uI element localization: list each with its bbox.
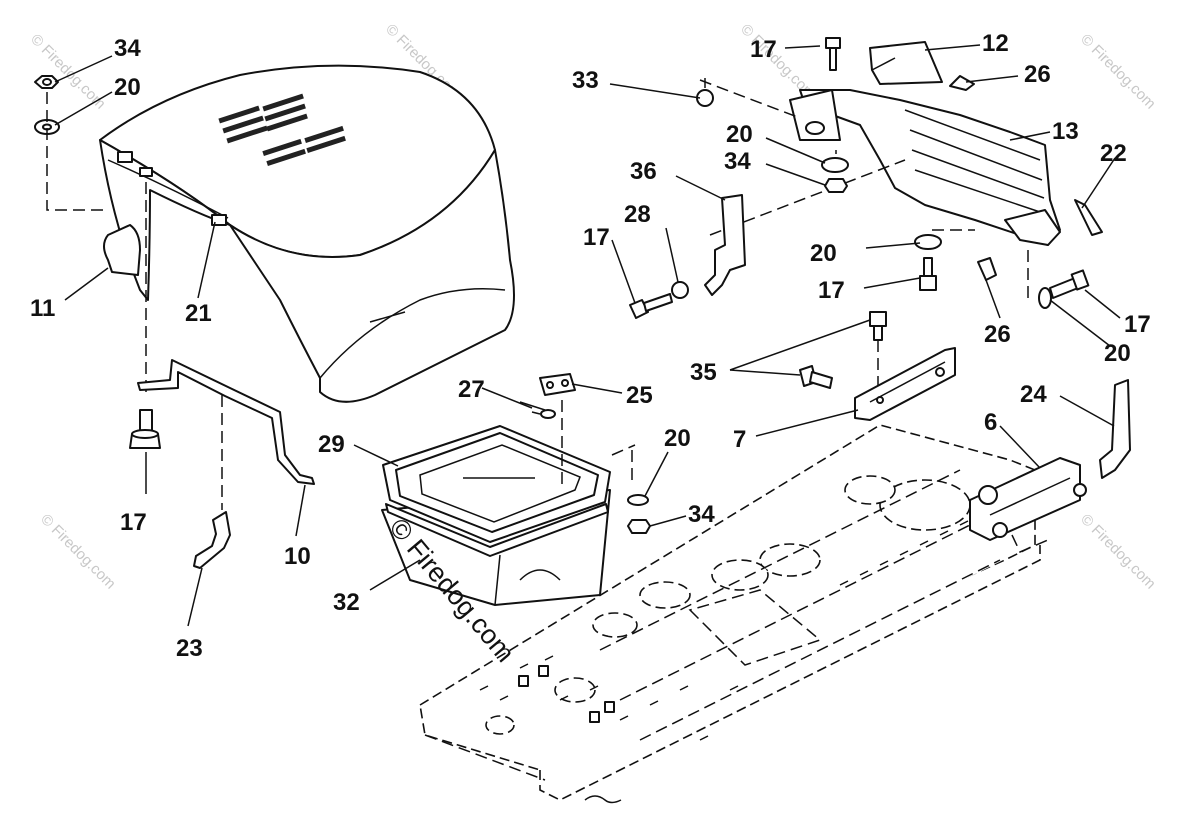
callout-17: 17 bbox=[120, 509, 147, 536]
callout-23: 23 bbox=[176, 635, 203, 662]
battery-tray bbox=[381, 400, 636, 606]
hood-vents bbox=[218, 93, 346, 167]
callout-24: 24 bbox=[1020, 381, 1047, 408]
nut-34-center bbox=[627, 519, 651, 534]
callout-6: 6 bbox=[984, 409, 997, 436]
callout-17: 17 bbox=[1124, 311, 1151, 338]
callout-21: 21 bbox=[185, 300, 212, 327]
part-17-bolt-far-right bbox=[1049, 269, 1090, 299]
callout-26: 26 bbox=[1024, 61, 1051, 88]
part-6-bracket bbox=[969, 457, 1087, 553]
callout-29: 29 bbox=[318, 431, 345, 458]
nut-34-grille bbox=[824, 178, 848, 193]
part-17-bolt-right bbox=[919, 257, 937, 291]
part-26-clip-upper bbox=[949, 75, 975, 91]
part-33-plug bbox=[696, 78, 714, 107]
battery-hold-down bbox=[519, 373, 576, 419]
callout-20: 20 bbox=[1104, 340, 1131, 367]
washer-20-grille bbox=[821, 157, 849, 173]
hood-hardware bbox=[34, 75, 147, 395]
callout-34: 34 bbox=[724, 148, 751, 175]
part-24-panel bbox=[1099, 379, 1131, 479]
callout-20: 20 bbox=[810, 240, 837, 267]
callout-20: 20 bbox=[726, 121, 753, 148]
part-10-hood-rod bbox=[137, 359, 315, 485]
callout-22: 22 bbox=[1100, 140, 1127, 167]
part-17-bolt-left bbox=[129, 409, 161, 449]
part-36-bracket bbox=[704, 194, 746, 296]
hood bbox=[99, 64, 515, 403]
callout-20: 20 bbox=[114, 74, 141, 101]
part-23-clip bbox=[193, 511, 231, 569]
part-11-bracket bbox=[103, 224, 141, 276]
callout-17: 17 bbox=[818, 277, 845, 304]
callout-34: 34 bbox=[688, 501, 715, 528]
watermark-tile: © Firedog.com bbox=[1077, 511, 1159, 593]
callout-34: 34 bbox=[114, 35, 141, 62]
washer-20-center bbox=[627, 494, 649, 506]
grille bbox=[699, 79, 1061, 300]
callout-28: 28 bbox=[624, 201, 651, 228]
part-12-plate bbox=[869, 41, 943, 85]
part-17-bolt-36 bbox=[629, 293, 673, 319]
part-26-clip-lower bbox=[977, 257, 997, 281]
callout-36: 36 bbox=[630, 158, 657, 185]
callout-20: 20 bbox=[664, 425, 691, 452]
callout-26: 26 bbox=[984, 321, 1011, 348]
part-35-bolts bbox=[799, 311, 887, 398]
callouts: 34 20 11 21 17 10 23 27 25 29 32 20 34 1… bbox=[30, 30, 1151, 662]
washer-20-far-right bbox=[1038, 287, 1052, 309]
watermark-tile: © Firedog.com bbox=[1077, 31, 1159, 113]
callout-12: 12 bbox=[982, 30, 1009, 57]
callout-32: 32 bbox=[333, 589, 360, 616]
callout-13: 13 bbox=[1052, 118, 1079, 145]
tractor-frame bbox=[419, 424, 1041, 804]
callout-17: 17 bbox=[750, 36, 777, 63]
watermark-tile: © Firedog.com bbox=[37, 511, 119, 593]
callout-7: 7 bbox=[733, 426, 746, 453]
part-22-strap bbox=[1074, 199, 1103, 236]
callout-27: 27 bbox=[458, 376, 485, 403]
callout-35: 35 bbox=[690, 359, 717, 386]
part-17-bolt-top bbox=[825, 37, 841, 71]
part-28-lock-washer bbox=[671, 281, 689, 299]
callout-10: 10 bbox=[284, 543, 311, 570]
callout-25: 25 bbox=[626, 382, 653, 409]
washer-20-right bbox=[914, 234, 942, 250]
callout-17: 17 bbox=[583, 224, 610, 251]
callout-33: 33 bbox=[572, 67, 599, 94]
callout-11: 11 bbox=[30, 295, 55, 322]
leader-lines bbox=[54, 44, 1121, 627]
